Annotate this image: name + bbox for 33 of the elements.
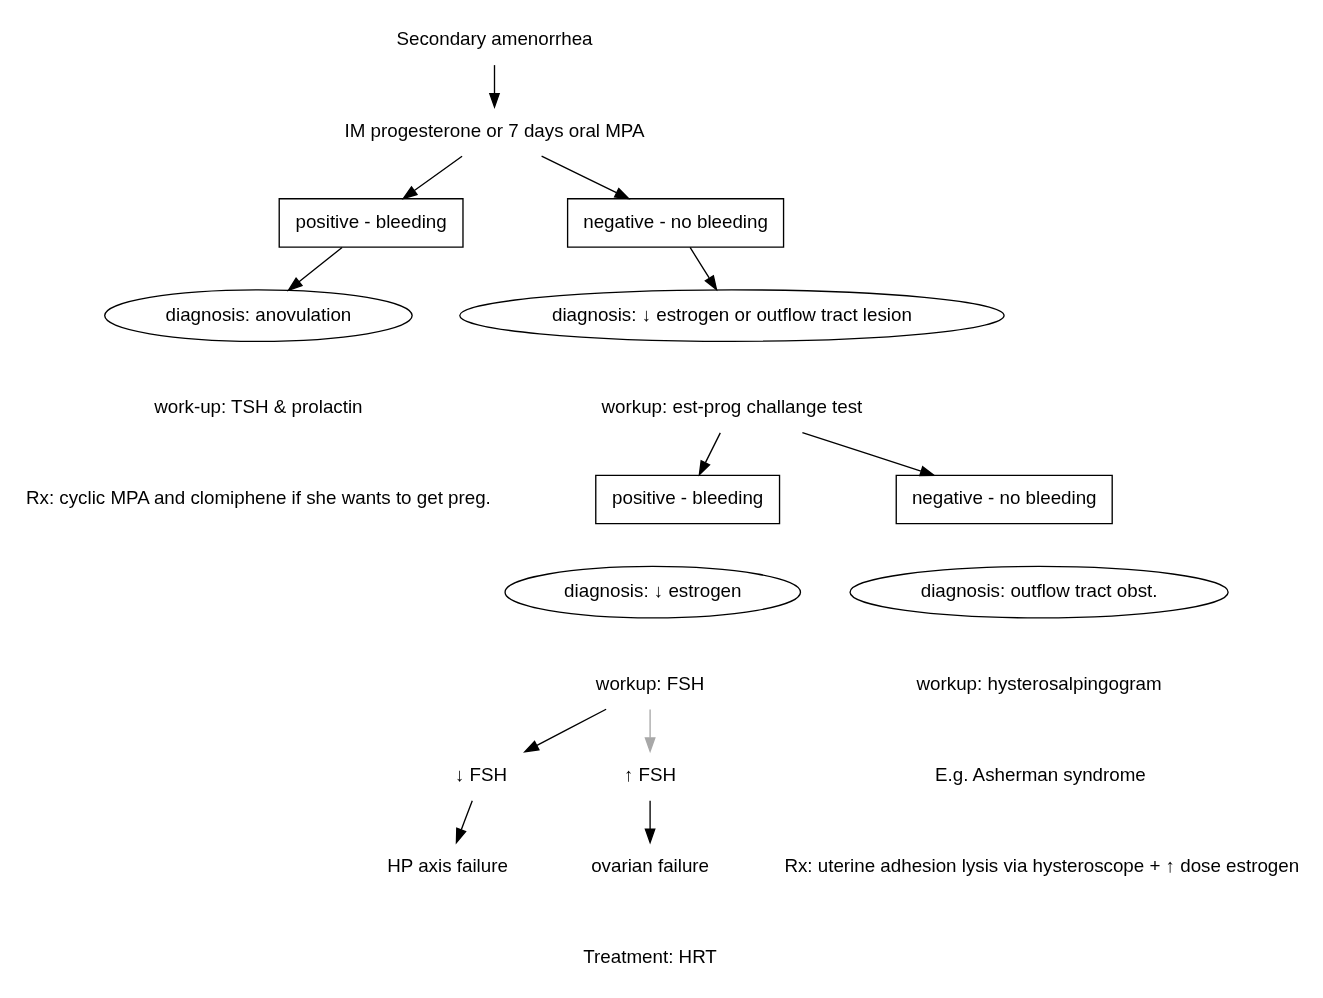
node-text: ovarian failure [591, 854, 710, 876]
arrow [689, 246, 718, 291]
node-text: workup: FSH [595, 672, 705, 694]
label: Rx: uterine adhesion lysis via hysteroscope + ↑ dose estrogen [784, 854, 1300, 876]
arrow [286, 246, 343, 291]
arrow [488, 63, 501, 109]
arrow [644, 799, 656, 845]
node-text: workup: est-prog challange test [601, 395, 863, 417]
label: workup: hysterosalpingogram [916, 672, 1162, 694]
node-ellipse: diagnosis: ↓ estrogen [504, 565, 802, 619]
node-text: Secondary amenorrhea [396, 27, 593, 49]
node-text: HP axis failure [387, 854, 508, 876]
arrow [540, 154, 631, 200]
label: E.g. Asherman syndrome [935, 763, 1146, 785]
arrow [698, 431, 721, 477]
node-box: positive - bleeding [278, 197, 464, 248]
node-text: ↑ FSH [624, 763, 677, 785]
node-box: negative - no bleeding [895, 474, 1113, 524]
arrow [401, 155, 463, 200]
arrow [644, 708, 656, 753]
label: Treatment: HRT [583, 945, 717, 967]
arrow [801, 431, 936, 476]
arrow [523, 708, 607, 753]
label: Rx: cyclic MPA and clomiphene if she wants to get preg. [26, 486, 491, 508]
arrow [455, 799, 473, 844]
node-text: ↓ FSH [455, 763, 508, 785]
label: work-up: TSH & prolactin [154, 395, 363, 417]
node-ellipse: diagnosis: outflow tract obst. [849, 565, 1229, 619]
node-text: IM progesterone or 7 days oral MPA [344, 119, 645, 141]
node-box: negative - no bleeding [566, 197, 785, 248]
node-ellipse: diagnosis: anovulation [104, 288, 413, 342]
node-ellipse: diagnosis: ↓ estrogen or outflow tract lesion [459, 288, 1005, 342]
node-box: positive - bleeding [595, 474, 781, 524]
